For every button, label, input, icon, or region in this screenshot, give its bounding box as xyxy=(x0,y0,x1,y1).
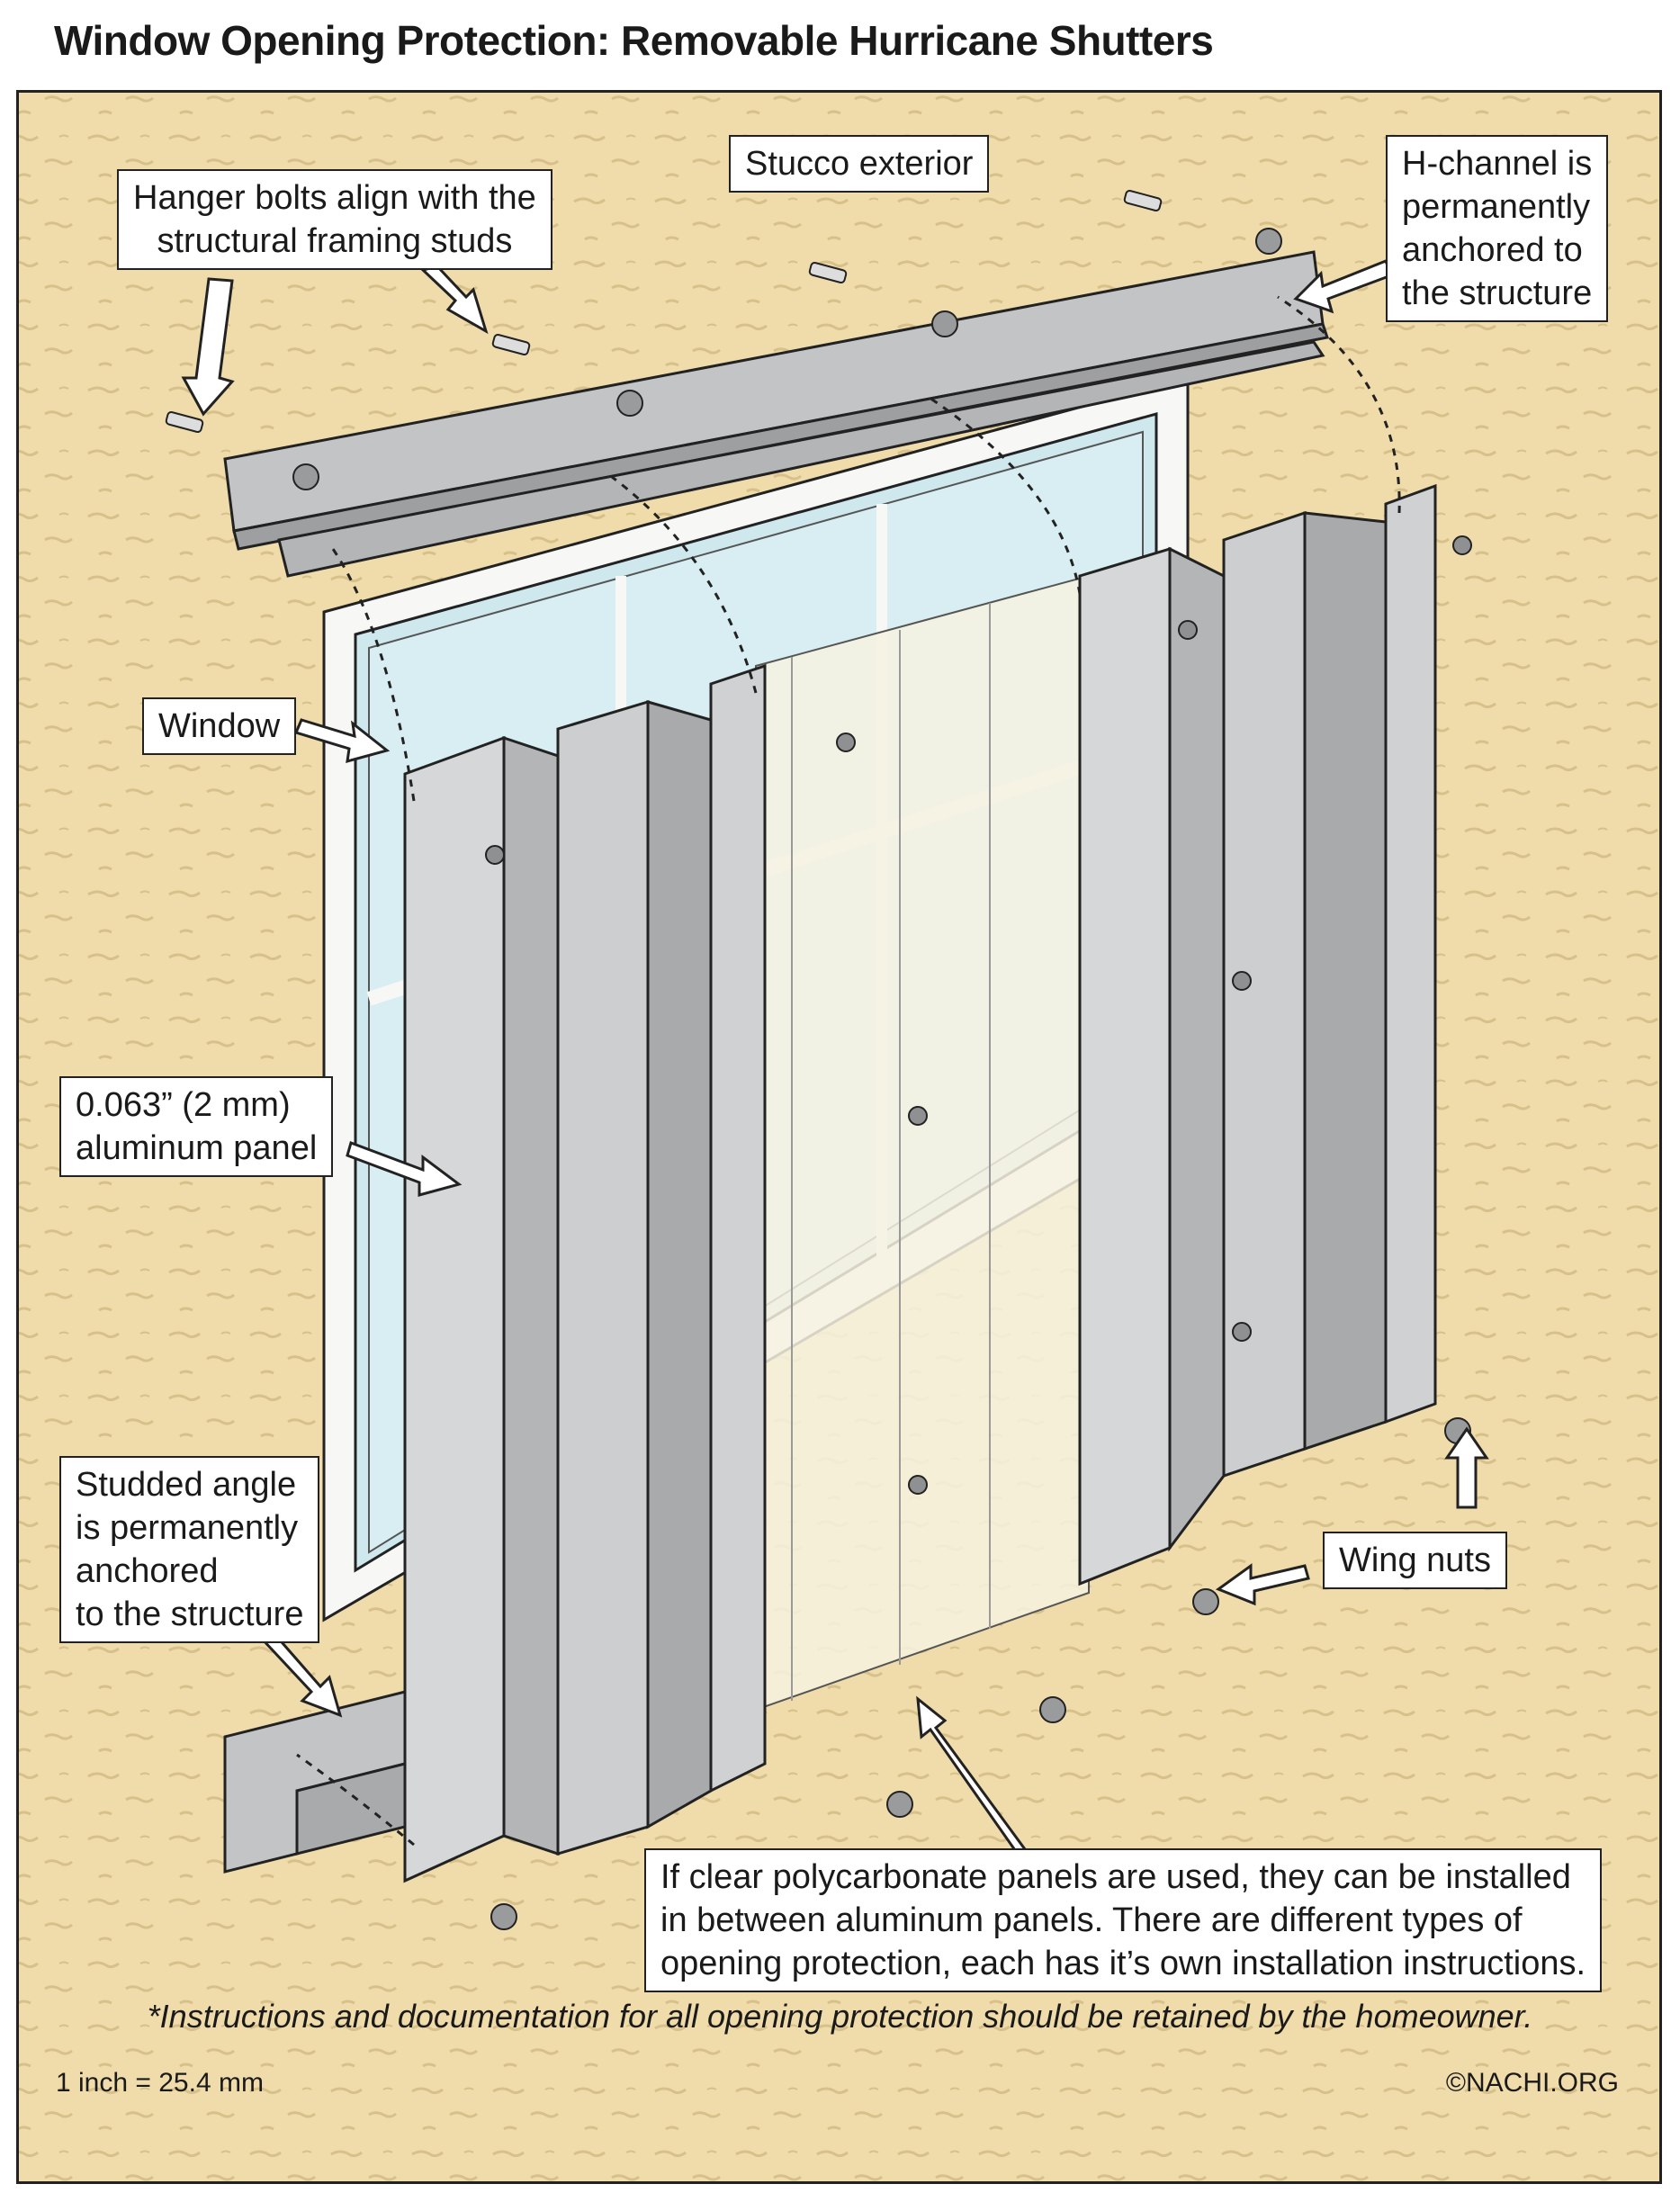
hanger-bolt-icon xyxy=(165,189,1163,434)
scale-note: 1 inch = 25.4 mm xyxy=(56,2068,264,2098)
h-channel-label: H-channel is permanently anchored to the… xyxy=(1386,135,1609,322)
credit: ©NACHI.ORG xyxy=(1445,2068,1619,2098)
aluminum-panel-left xyxy=(403,663,767,1883)
arrow-icon xyxy=(181,259,1489,1871)
window-label: Window xyxy=(142,697,297,755)
studded-angle-label: Studded angle is permanently anchored to… xyxy=(59,1456,320,1643)
screw-icon xyxy=(485,535,1472,1495)
wing-nuts-label: Wing nuts xyxy=(1323,1532,1507,1589)
aluminum-panel-right xyxy=(1078,483,1437,1586)
footnote: *Instructions and documentation for all … xyxy=(147,1998,1533,2035)
h-channel xyxy=(223,250,1329,578)
wing-nut-icon xyxy=(292,228,1471,1930)
polycarbonate-note: If clear polycarbonate panels are used, … xyxy=(644,1848,1603,1992)
studded-angle xyxy=(223,1690,407,1874)
polycarbonate-panel xyxy=(755,574,1090,1712)
aluminum-panel-label: 0.063” (2 mm) aluminum panel xyxy=(59,1076,334,1177)
hanger-bolts-label: Hanger bolts align with the structural f… xyxy=(117,169,553,270)
stucco-exterior-label: Stucco exterior xyxy=(729,135,990,193)
page-title: Window Opening Protection: Removable Hur… xyxy=(54,17,1214,64)
alignment-lines xyxy=(296,295,1401,1847)
